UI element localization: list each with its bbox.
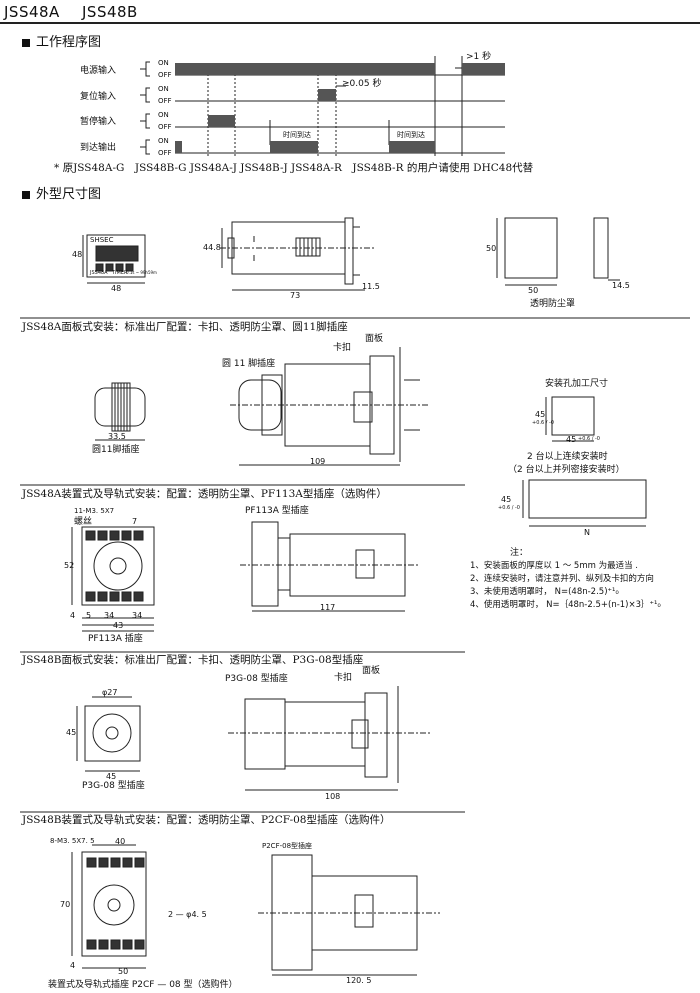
note-2: 2、连续安装时，请注意并列、纵列及卡扣的方向: [470, 574, 654, 584]
multi-h-tol: +0.6 / -0: [498, 505, 520, 511]
side-h-dim: 44.8: [203, 243, 221, 252]
screw-spec: 11-M3. 5X7: [74, 507, 115, 515]
p3g-h: 45: [66, 728, 77, 737]
b-w50: 50: [118, 967, 129, 976]
signal-output-label: 到达输出: [80, 143, 117, 153]
jss48a-length-dim: 109: [310, 457, 326, 466]
annot-1s: >1 秒: [466, 52, 492, 62]
front-spec: 0.1s ~ 99h59m: [126, 270, 157, 275]
pause-on-label: ON: [158, 111, 169, 119]
section-dimensions-title: 外型尺寸图: [36, 187, 102, 202]
front-model: JSS48A: [90, 270, 108, 276]
panel-label: 面板: [365, 334, 384, 344]
section-timing-title: 工作程序图: [36, 35, 102, 50]
rail-a-d34b: 34: [132, 611, 143, 620]
clip-label: 卡扣: [333, 343, 352, 353]
cutout-title: 安装孔加工尺寸: [545, 379, 609, 389]
cutout-h: 45: [535, 410, 546, 419]
output-off-label: OFF: [158, 149, 172, 157]
bullet-square-icon: [22, 190, 30, 199]
bullet-square-icon: [22, 38, 30, 47]
power-off-label: OFF: [158, 71, 172, 79]
cover-caption: 透明防尘罩: [530, 299, 576, 309]
socket-11-label: 圆 11 脚插座: [222, 359, 276, 369]
multi-install-1: 2 台以上连续安装时: [527, 452, 608, 462]
rail-a-d4: 4: [70, 611, 76, 620]
signal-power-label: 电源输入: [80, 66, 117, 76]
front-h-dim: 48: [72, 250, 83, 259]
cutout-h-tol: +0.6 / -0: [532, 420, 554, 426]
b-hole: 2 — φ4. 5: [168, 910, 207, 919]
note-3: 3、未使用透明罩时， N=(48n-2.5)⁺¹₀: [470, 587, 619, 597]
b-length: 108: [325, 792, 341, 801]
rail-a-d43: 43: [113, 621, 124, 630]
rail-a-d52: 52: [64, 561, 75, 570]
cover-w-dim: 50: [528, 286, 539, 295]
front-brand: SHSEC: [90, 236, 114, 244]
p3g-w: 45: [106, 772, 117, 781]
time-reached-2: 时间到达: [397, 131, 425, 139]
p2cf-caption: 装置式及导轨式插座 P2CF — 08 型（选购件）: [48, 980, 238, 990]
model-b-title: JSS48B: [82, 3, 138, 21]
output-on-label: ON: [158, 137, 169, 145]
cutout-w-tol: +0.6 / -0: [578, 436, 600, 442]
b-h70: 70: [60, 900, 71, 909]
cutout-w: 45: [566, 435, 577, 444]
b-d4: 4: [70, 961, 76, 970]
b-rail-length: 120. 5: [346, 976, 372, 985]
cover-h-dim: 50: [486, 244, 497, 253]
front-w-dim: 48: [111, 284, 122, 293]
note-4: 4、使用透明罩时， N=｛48n-2.5+(n-1)×3｝⁺¹₀: [470, 600, 661, 610]
socket-11-caption: 圆11脚插座: [92, 445, 140, 455]
b-w40: 40: [115, 837, 126, 846]
reset-off-label: OFF: [158, 97, 172, 105]
pause-off-label: OFF: [158, 123, 172, 131]
front-timer: TIMER: [112, 270, 128, 276]
notes-title: 注：: [510, 548, 529, 558]
time-reached-1: 时间到达: [283, 131, 311, 139]
rail-a-d5: 5: [86, 611, 92, 620]
jss48a-panel-title: JSS48A面板式安装：标准出厂配置：卡扣、透明防尘罩、圆11脚插座: [22, 321, 348, 333]
b-clip-label: 卡扣: [334, 673, 353, 683]
jss48a-rail-title: JSS48A装置式及导轨式安装：配置：透明防尘罩、PF113A型插座（选购件）: [22, 488, 387, 500]
reset-on-label: ON: [158, 85, 169, 93]
header-rule: [0, 22, 700, 24]
note-1: 1、安装面板的厚度以 1 ～ 5mm 为最适当 .: [470, 561, 638, 571]
rail-a-d7: 7: [132, 517, 138, 526]
p2cf-side-label: P2CF-08型插座: [262, 842, 313, 850]
multi-n: N: [584, 528, 590, 537]
pf113a-side-label: PF113A 型插座: [245, 506, 309, 516]
model-a-title: JSS48A: [4, 3, 60, 21]
p3g-caption: P3G-08 型插座: [82, 781, 145, 791]
side-tab-dim: 11.5: [362, 282, 380, 291]
multi-install-2: （2 台以上并列密接安装时）: [508, 465, 625, 475]
jss48b-panel-title: JSS48B面板式安装：标准出厂配置：卡扣、透明防尘罩、P3G-08型插座: [22, 654, 364, 666]
b-panel-label: 面板: [362, 666, 381, 676]
multi-h: 45: [501, 495, 512, 504]
b-screw-spec: 8-M3. 5X7. 5: [50, 837, 95, 845]
section-dimensions-heading: 外型尺寸图: [22, 188, 101, 201]
screw-cn: 螺丝: [74, 517, 93, 527]
p3g-dia: φ27: [102, 688, 118, 697]
signal-reset-label: 复位输入: [80, 92, 117, 102]
rail-a-d34a: 34: [104, 611, 115, 620]
jss48b-rail-title: JSS48B装置式及导轨式安装：配置：透明防尘罩、P2CF-08型插座（选购件）: [22, 814, 391, 826]
p3g-socket-label: P3G-08 型插座: [225, 674, 288, 684]
socket-w-dim: 33.5: [108, 432, 126, 441]
rail-a-length: 117: [320, 603, 336, 612]
annot-005s: ≥0.05 秒: [342, 79, 382, 89]
replacement-note: * 原JSS48A-G JSS48B-G JSS48A-J JSS48B-J J…: [54, 162, 534, 174]
side-len-dim: 73: [290, 291, 301, 300]
signal-pause-label: 暂停输入: [80, 117, 117, 127]
section-timing-heading: 工作程序图: [22, 36, 101, 49]
cover-d-dim: 14.5: [612, 281, 630, 290]
power-on-label: ON: [158, 59, 169, 67]
pf113a-caption: PF113A 插座: [88, 634, 143, 644]
